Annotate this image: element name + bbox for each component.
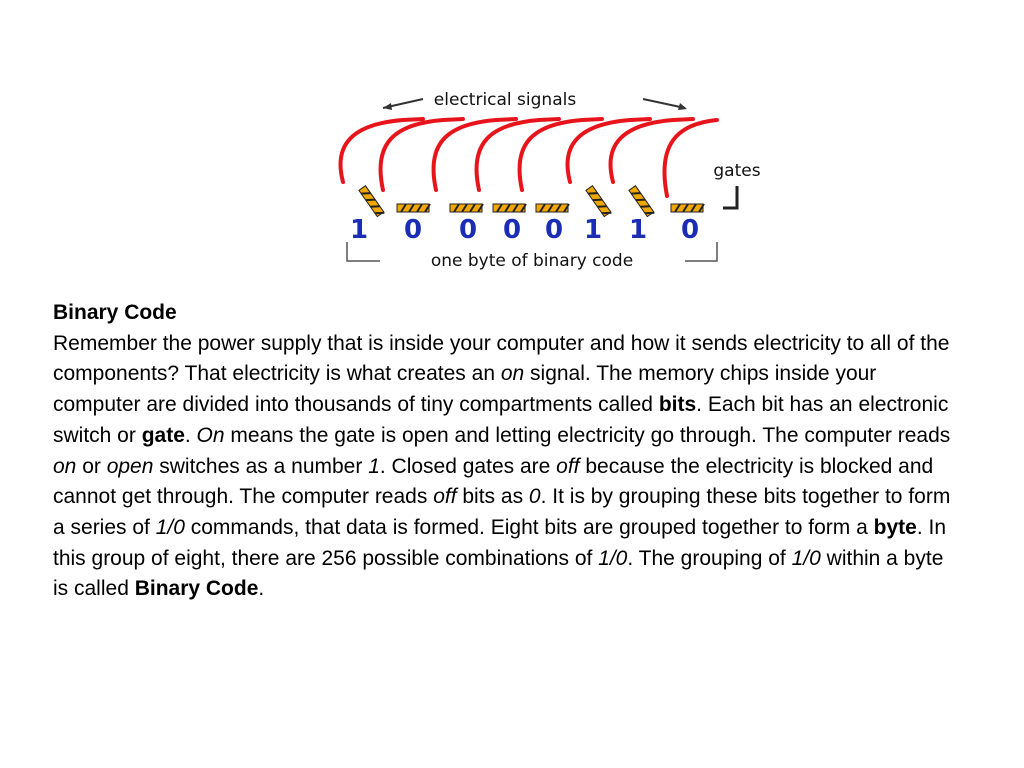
body-text: bits as [456, 485, 529, 509]
italic-term: open [106, 454, 154, 478]
body-text: Remember the power supply that is inside… [53, 331, 950, 386]
italic-term: on [53, 454, 77, 478]
italic-term: 1/0 [155, 515, 185, 539]
signal-wires [338, 117, 719, 198]
article-title: Binary Code [53, 301, 177, 324]
open-gate-icon [628, 185, 655, 218]
italic-term: 1/0 [791, 546, 821, 570]
body-text: commands, that data is formed. Eight bit… [184, 515, 874, 539]
bit-digit-6: 1 [584, 215, 602, 245]
byte-bracket-left [346, 242, 380, 262]
left-arrow-head-icon [383, 103, 392, 110]
bold-term: gate [141, 423, 185, 447]
wire-6 [565, 117, 652, 184]
body-text: . [184, 423, 197, 447]
bit-digit-8: 0 [681, 215, 699, 245]
closed-gate-icon [449, 203, 484, 213]
bit-digit-2: 0 [404, 215, 422, 245]
right-arrow-line [642, 98, 686, 109]
body-text: or [76, 454, 107, 478]
gates-group [358, 185, 705, 218]
body-text: because the electricity is blocked and c… [53, 454, 934, 509]
article-body: Remember the power supply that is inside… [53, 329, 953, 605]
wire-4 [474, 117, 561, 192]
italic-term: 0 [528, 485, 541, 509]
open-gate-icon [358, 185, 385, 218]
wire-1 [338, 117, 425, 184]
body-text: . In this group of eight, there are 256 … [53, 515, 946, 570]
closed-gate-icon [396, 203, 431, 213]
bit-digit-3: 0 [459, 215, 477, 245]
wire-8 [662, 118, 719, 198]
body-text: . Each bit has an electronic switch or [53, 393, 949, 447]
body-text: within a byte is called [53, 546, 944, 601]
electrical-signals-label-group: electrical signals [382, 90, 687, 110]
body-text: . It is by grouping these bits together … [53, 485, 951, 539]
italic-term: 1 [368, 454, 380, 478]
closed-gate-icon [535, 203, 570, 213]
body-text: . Closed gates are [379, 454, 557, 478]
bold-term: bits [658, 393, 697, 417]
bit-digit-5: 0 [545, 215, 563, 245]
bold-term: byte [873, 515, 917, 539]
italic-term: On [196, 423, 225, 447]
bit-digit-4: 0 [503, 215, 521, 245]
article: Binary Code Remember the power supply th… [53, 298, 953, 605]
body-text: . [258, 577, 265, 601]
open-gate-icon [585, 185, 612, 218]
italic-term: off [556, 454, 580, 478]
byte-bracket-right [685, 242, 718, 262]
wire-2 [378, 117, 465, 192]
one-byte-label: one byte of binary code [431, 251, 633, 271]
wire-7 [608, 117, 695, 184]
italic-term: on [500, 362, 525, 386]
bit-digit-7: 1 [629, 215, 647, 245]
electrical-signals-label: electrical signals [434, 90, 577, 110]
wire-5 [517, 117, 604, 192]
closed-gate-icon [492, 203, 527, 213]
body-text: means the gate is open and letting elect… [224, 423, 951, 447]
gates-label: gates [713, 161, 760, 181]
gates-bracket [723, 186, 739, 210]
right-arrow-head-icon [678, 103, 687, 110]
italic-term: 1/0 [598, 546, 628, 570]
body-text: switches as a number [153, 454, 369, 478]
closed-gate-icon [670, 203, 705, 213]
bold-term: Binary Code [134, 577, 259, 601]
body-text: signal. The memory chips inside your com… [53, 362, 877, 417]
italic-term: off [433, 485, 457, 509]
body-text: . The grouping of [627, 546, 792, 570]
wire-3 [431, 117, 518, 192]
bit-digit-1: 1 [350, 215, 368, 245]
